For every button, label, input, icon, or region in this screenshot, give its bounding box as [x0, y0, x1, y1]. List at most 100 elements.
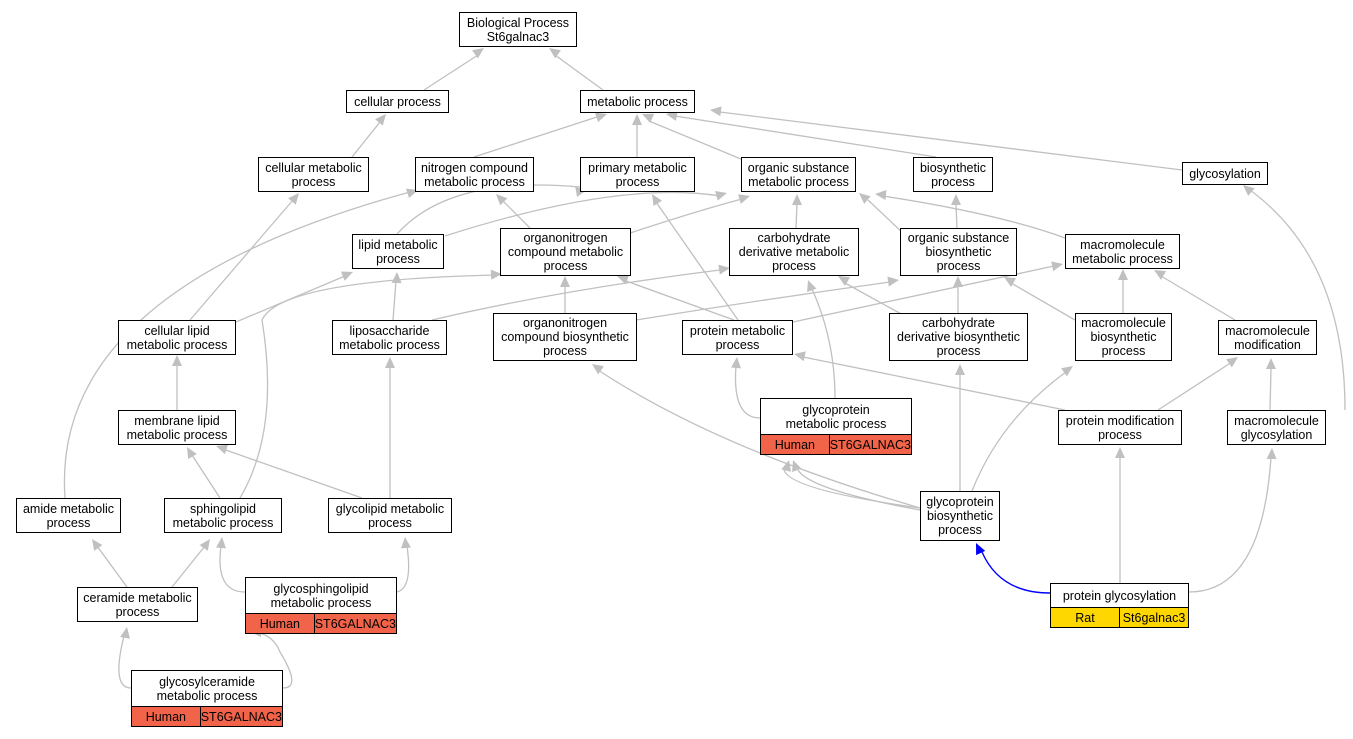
arrow-head-icon	[172, 355, 182, 366]
edge	[1010, 282, 1076, 321]
edge	[802, 356, 1066, 411]
node-label: protein glycosylation	[1062, 588, 1177, 603]
edge	[191, 454, 221, 499]
node-label: lipid metabolic process	[358, 237, 438, 266]
edge	[351, 121, 381, 158]
arrow-head-icon	[951, 194, 961, 205]
edge	[219, 545, 246, 593]
node-pmodp[interactable]: protein modification process	[1058, 410, 1182, 445]
node-lsmp[interactable]: liposaccharide metabolic process	[332, 320, 447, 355]
node-macmod[interactable]: macromolecule modification	[1218, 320, 1317, 355]
arrow-head-icon	[976, 543, 986, 556]
node-label: primary metabolic process	[588, 160, 687, 189]
node-cermp[interactable]: ceramide metabolic process	[77, 587, 198, 622]
node-bp[interactable]: Biological Process St6galnac3	[459, 12, 577, 47]
species-label: Human	[246, 614, 314, 633]
arrow-head-icon	[1154, 270, 1167, 280]
node-ncmp[interactable]: nitrogen compound metabolic process	[415, 157, 534, 192]
node-clmp[interactable]: cellular lipid metabolic process	[118, 320, 236, 355]
arrow-head-icon	[560, 276, 570, 287]
node-cdbp[interactable]: carbohydrate derivative biosynthetic pro…	[889, 313, 1028, 361]
edge	[473, 115, 601, 158]
node-osmp[interactable]: organic substance metabolic process	[741, 157, 856, 192]
gene-label: ST6GALNAC3	[199, 707, 282, 726]
arrow-head-icon	[496, 194, 508, 206]
arrow-head-icon	[490, 269, 502, 280]
edge	[719, 111, 1183, 171]
node-sphmp[interactable]: sphingolipid metabolic process	[164, 498, 282, 533]
node-label: nitrogen compound metabolic process	[420, 160, 529, 189]
arrow-head-icon	[549, 48, 561, 59]
arrow-head-icon	[642, 113, 655, 123]
node-oncbp[interactable]: organonitrogen compound biosynthetic pro…	[493, 313, 637, 361]
edge	[648, 120, 742, 160]
arrow-head-icon	[715, 191, 727, 201]
arrow-head-icon	[807, 280, 817, 293]
arrow-head-icon	[385, 357, 395, 368]
edge	[674, 115, 937, 158]
arrow-head-icon	[781, 460, 791, 472]
arrow-head-icon	[594, 112, 607, 123]
edge	[971, 371, 1067, 492]
node-label: macromolecule glycosylation	[1234, 413, 1319, 442]
edge	[423, 54, 479, 91]
node-label: macromolecule modification	[1225, 323, 1310, 352]
node-osbp[interactable]: organic substance biosynthetic process	[900, 228, 1017, 276]
node-label: glycolipid metabolic process	[335, 501, 445, 530]
edge	[239, 274, 496, 499]
node-label: cellular metabolic process	[265, 160, 362, 189]
gene-label: ST6GALNAC3	[828, 435, 911, 454]
arrow-head-icon	[592, 364, 604, 375]
arrow-head-icon	[1051, 261, 1063, 272]
node-label: protein metabolic process	[689, 323, 786, 352]
node-label: glycoprotein biosynthetic process	[926, 495, 994, 537]
arrow-head-icon	[340, 271, 353, 281]
node-macbp[interactable]: macromolecule biosynthetic process	[1075, 313, 1172, 361]
node-oncmp[interactable]: organonitrogen compound metabolic proces…	[500, 228, 631, 276]
arrow-head-icon	[738, 194, 750, 204]
node-cp[interactable]: cellular process	[346, 90, 449, 113]
edge	[392, 280, 397, 321]
arrow-head-icon	[731, 357, 742, 369]
node-label: glycosphingolipid metabolic process	[270, 581, 372, 610]
node-mlmp[interactable]: membrane lipid metabolic process	[118, 410, 236, 445]
node-glmp[interactable]: glycolipid metabolic process	[328, 498, 452, 533]
edge	[955, 204, 958, 229]
node-pmp[interactable]: primary metabolic process	[580, 157, 695, 192]
arrow-head-icon	[718, 264, 730, 275]
node-mp[interactable]: metabolic process	[580, 90, 695, 113]
node-label: organic substance biosynthetic process	[907, 231, 1010, 273]
node-gpbp[interactable]: glycoprotein biosynthetic process	[920, 491, 1000, 541]
arrow-head-icon	[375, 114, 386, 126]
node-protmp[interactable]: protein metabolic process	[682, 320, 793, 355]
node-glyco[interactable]: glycosylation	[1182, 162, 1268, 185]
highlight-edge	[981, 551, 1051, 594]
node-amp[interactable]: amide metabolic process	[16, 498, 121, 533]
arrow-head-icon	[710, 106, 722, 117]
node-macmp[interactable]: macromolecule metabolic process	[1065, 234, 1180, 269]
edge	[1188, 456, 1272, 593]
arrow-head-icon	[652, 194, 663, 206]
node-label: organonitrogen compound biosynthetic pro…	[501, 316, 629, 358]
arrow-head-icon	[288, 193, 299, 205]
edge	[118, 635, 132, 689]
node-lmp[interactable]: lipid metabolic process	[352, 234, 444, 269]
arrow-head-icon	[1266, 358, 1276, 369]
arrow-head-icon	[1226, 357, 1238, 368]
node-biop[interactable]: biosynthetic process	[913, 157, 993, 192]
node-cmp[interactable]: cellular metabolic process	[258, 157, 369, 192]
node-cdmp[interactable]: carbohydrate derivative metabolic proces…	[729, 228, 859, 276]
node-label: liposaccharide metabolic process	[339, 323, 440, 352]
edge	[1249, 189, 1346, 411]
node-label: cellular process	[354, 94, 441, 109]
edge	[795, 202, 798, 229]
node-macglyc[interactable]: macromolecule glycosylation	[1227, 410, 1326, 445]
node-label: cellular lipid metabolic process	[126, 323, 228, 352]
